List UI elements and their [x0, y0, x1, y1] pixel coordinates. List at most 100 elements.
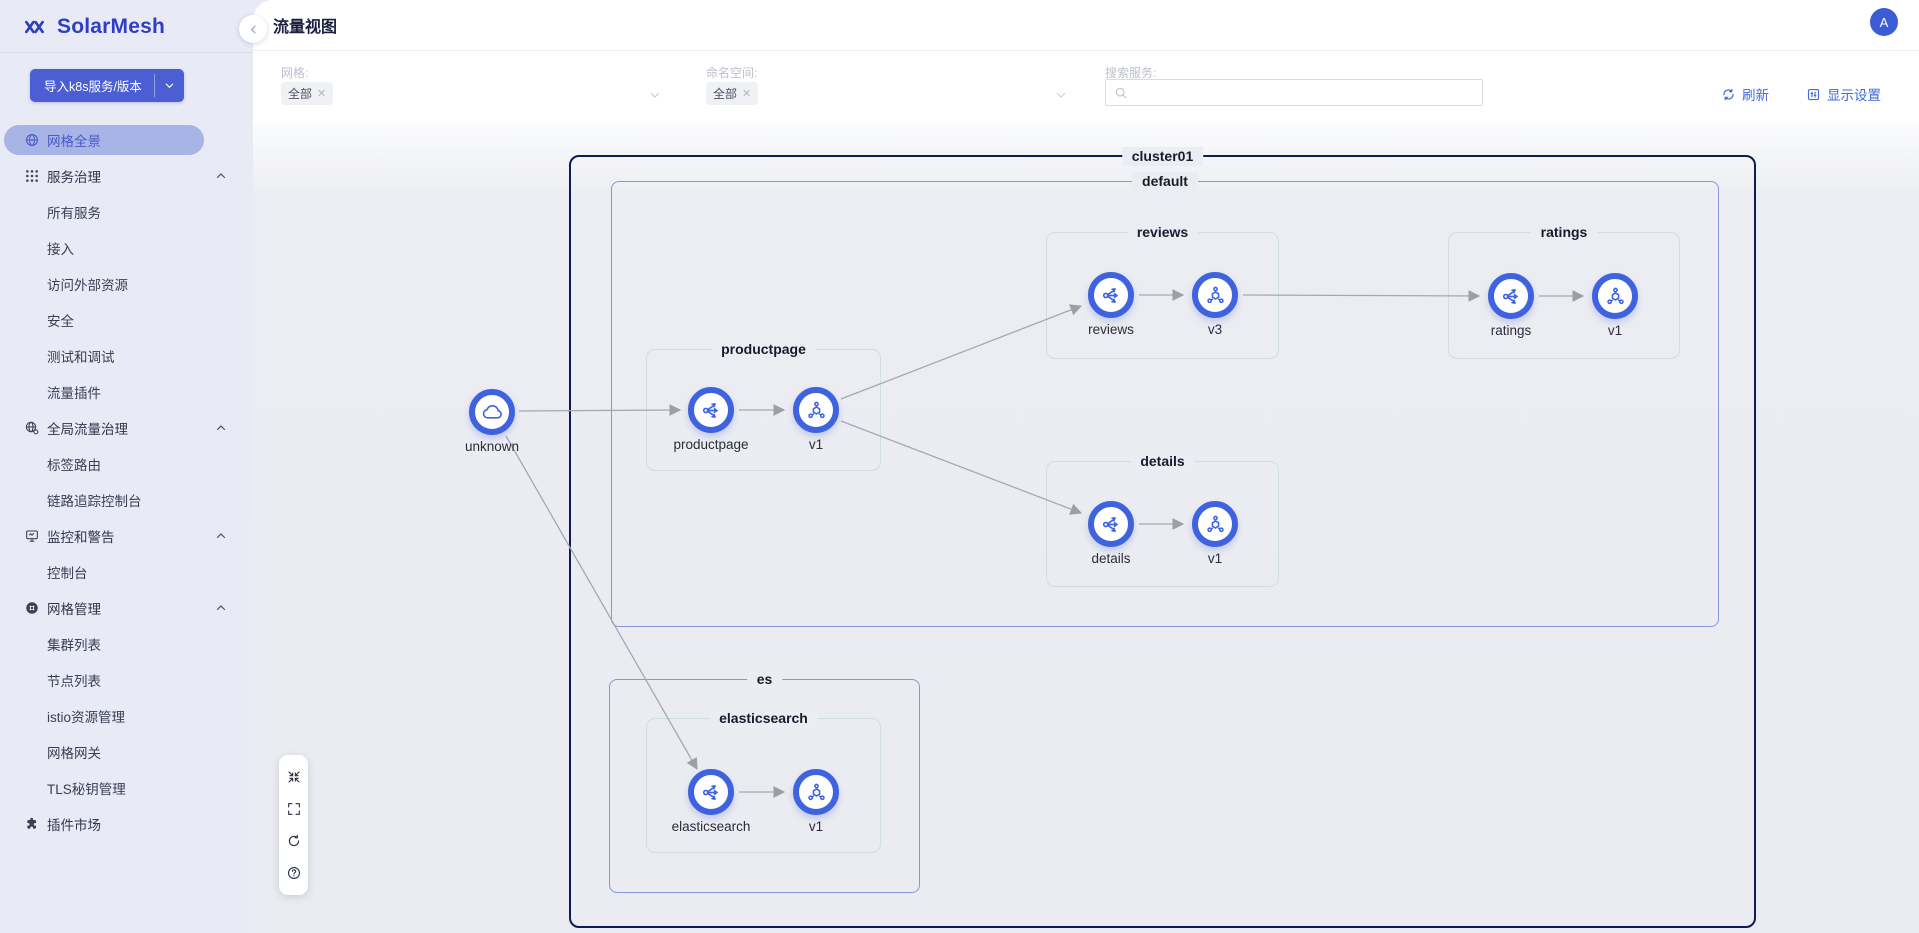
topology-container-default: default — [611, 172, 1719, 627]
display-settings-label[interactable]: 显示设置 — [1827, 88, 1881, 103]
sidebar-item-label: 插件市场 — [47, 818, 101, 833]
refresh-label[interactable]: 刷新 — [1742, 88, 1769, 103]
display-settings-button[interactable]: 显示设置 — [1806, 84, 1881, 104]
fullscreen-icon[interactable] — [279, 793, 308, 825]
close-icon[interactable]: ✕ — [742, 88, 752, 100]
import-k8s-label[interactable]: 导入k8s服务/版本 — [44, 80, 142, 94]
chevron-down-icon[interactable] — [649, 88, 661, 106]
topology-container-reviews: reviews — [1046, 223, 1279, 359]
sidebar-item[interactable]: 节点列表 — [0, 662, 253, 698]
sidebar-item[interactable]: 全局流量治理 — [0, 410, 253, 446]
sidebar-item-label: 接入 — [47, 242, 74, 257]
namespace-filter-tag: 全部 ✕ — [706, 82, 759, 105]
version-icon — [1604, 285, 1627, 308]
chevron-up-icon[interactable] — [215, 602, 227, 614]
search-service-box[interactable] — [1105, 79, 1483, 106]
chevron-down-icon[interactable] — [1055, 88, 1067, 106]
search-service-input[interactable] — [1134, 85, 1474, 100]
display-settings-icon — [1807, 88, 1820, 100]
node-label: v3 — [1207, 322, 1223, 337]
sidebar-item[interactable]: 集群列表 — [0, 626, 253, 662]
sidebar-item[interactable]: 服务治理 — [0, 158, 253, 194]
node-unknown[interactable]: unknown — [465, 389, 519, 454]
logo: SolarMesh — [0, 0, 253, 52]
node-ratings-v1[interactable]: v1 — [1592, 273, 1638, 338]
sidebar-item-label: 监控和警告 — [47, 530, 115, 545]
close-icon[interactable]: ✕ — [317, 88, 327, 100]
service-icon — [1500, 285, 1523, 308]
sidebar-item[interactable]: 网格网关 — [0, 734, 253, 770]
reset-icon[interactable] — [279, 825, 308, 857]
chevron-up-icon[interactable] — [215, 422, 227, 434]
node-label: productpage — [673, 437, 749, 452]
sidebar-item[interactable]: 监控和警告 — [0, 518, 253, 554]
topology-container-es: es — [609, 670, 920, 893]
help-icon[interactable] — [279, 857, 308, 889]
sidebar-item-label: 网格管理 — [47, 602, 101, 617]
node-productpage-v1[interactable]: v1 — [793, 387, 839, 452]
version-icon — [1204, 284, 1227, 307]
sidebar: SolarMesh 导入k8s服务/版本 网格全景服务治理所有服务接入访问外部资… — [0, 0, 253, 933]
sidebar-item[interactable]: 安全 — [0, 302, 253, 338]
sidebar-item-label: 安全 — [47, 314, 74, 329]
chevron-up-icon[interactable] — [215, 170, 227, 182]
node-label: v1 — [808, 819, 824, 834]
sidebar-item-label: 集群列表 — [47, 638, 101, 653]
fit-view-icon[interactable] — [279, 761, 308, 793]
node-details[interactable]: details — [1088, 501, 1134, 566]
topology-edges — [505, 289, 1585, 798]
node-elasticsearch[interactable]: elasticsearch — [672, 769, 750, 834]
divider — [0, 52, 253, 53]
service-icon — [1100, 284, 1123, 307]
node-reviews[interactable]: reviews — [1088, 272, 1134, 337]
sidebar-item[interactable]: 所有服务 — [0, 194, 253, 230]
canvas-toolbar — [279, 755, 308, 895]
node-productpage[interactable]: productpage — [673, 387, 749, 452]
sidebar-item[interactable]: 标签路由 — [0, 446, 253, 482]
container-label: elasticsearch — [709, 709, 818, 728]
version-icon — [805, 781, 828, 804]
sidebar-item[interactable]: 链路追踪控制台 — [0, 482, 253, 518]
sidebar-item-label: 流量插件 — [47, 386, 101, 401]
service-icon — [700, 399, 723, 422]
sidebar-item-label: 访问外部资源 — [47, 278, 128, 293]
page-title: 流量视图 — [273, 19, 338, 36]
node-ratings[interactable]: ratings — [1488, 273, 1534, 338]
sidebar-item[interactable]: 控制台 — [0, 554, 253, 590]
refresh-button[interactable]: 刷新 — [1721, 84, 1769, 104]
topology-container-cluster01: cluster01 — [569, 147, 1756, 928]
sidebar-item[interactable]: TLS秘钥管理 — [0, 770, 253, 806]
sidebar-item-label: 所有服务 — [47, 206, 101, 221]
mesh-filter-select[interactable]: 全部 ✕ — [281, 82, 334, 105]
edge-unknown-to-elasticsearch — [505, 435, 698, 771]
search-icon — [1115, 87, 1127, 98]
sidebar-item[interactable]: 网格全景 — [0, 122, 253, 158]
namespace-filter-select[interactable]: 全部 ✕ — [706, 82, 759, 105]
node-label: ratings — [1490, 323, 1532, 338]
node-elasticsearch-v1[interactable]: v1 — [793, 769, 839, 834]
sidebar-item[interactable]: 插件市场 — [0, 806, 253, 842]
chevron-down-icon[interactable] — [155, 69, 184, 102]
sidebar-item[interactable]: 访问外部资源 — [0, 266, 253, 302]
edge-unknown-to-productpage — [518, 404, 682, 416]
chevron-up-icon[interactable] — [215, 530, 227, 542]
globe-gear-icon — [24, 420, 40, 436]
sidebar-item-label: 链路追踪控制台 — [47, 494, 142, 509]
sidebar-item[interactable]: 网格管理 — [0, 590, 253, 626]
sidebar-item[interactable]: 接入 — [0, 230, 253, 266]
sidebar-item[interactable]: istio资源管理 — [0, 698, 253, 734]
import-k8s-button[interactable]: 导入k8s服务/版本 — [30, 69, 184, 102]
divider — [153, 74, 155, 97]
sidebar-item-label: TLS秘钥管理 — [47, 782, 126, 797]
node-reviews-v3[interactable]: v3 — [1192, 272, 1238, 337]
sidebar-item[interactable]: 流量插件 — [0, 374, 253, 410]
avatar[interactable]: A — [1870, 8, 1898, 36]
sidebar-item[interactable]: 测试和调试 — [0, 338, 253, 374]
node-details-v1[interactable]: v1 — [1192, 501, 1238, 566]
globe-icon — [24, 132, 40, 148]
sidebar-menu: 网格全景服务治理所有服务接入访问外部资源安全测试和调试流量插件全局流量治理标签路… — [0, 122, 253, 842]
divider — [253, 50, 1919, 51]
edge-reviews-v3-to-ratings — [1242, 290, 1481, 302]
sidebar-collapse-button[interactable] — [239, 15, 267, 43]
